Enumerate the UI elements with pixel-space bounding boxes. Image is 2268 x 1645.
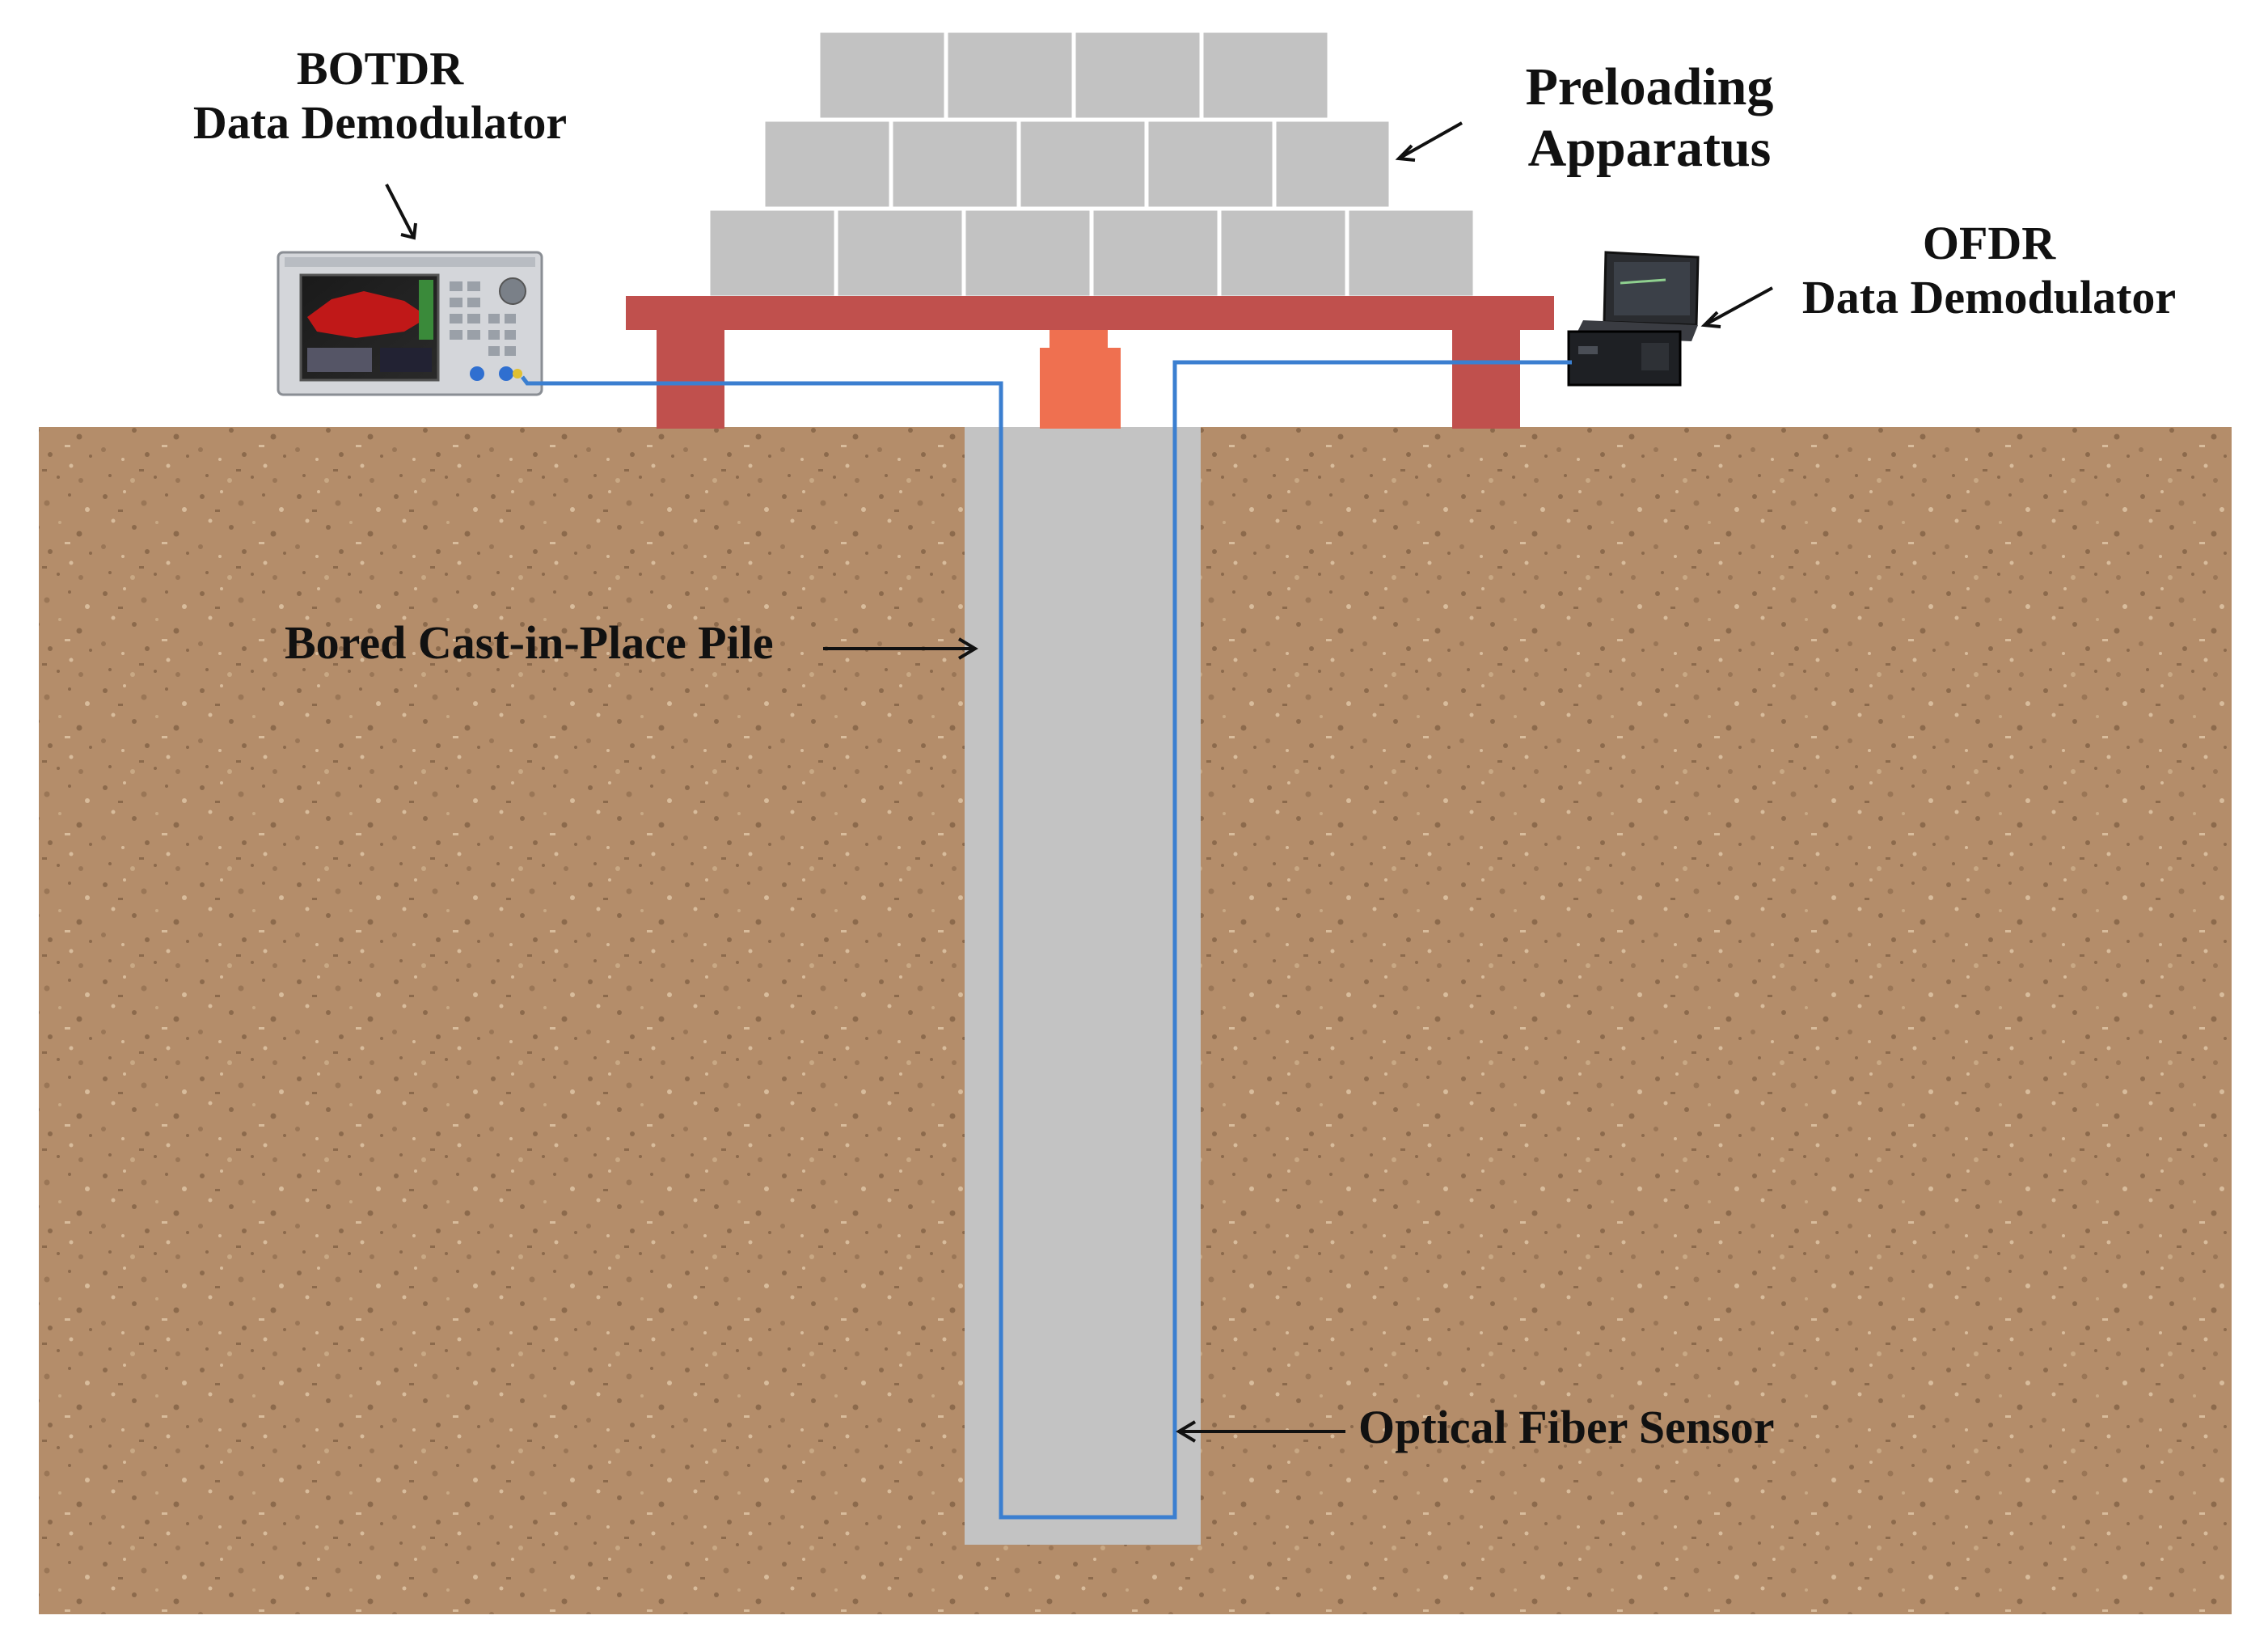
reaction-beam	[626, 296, 1554, 429]
label-preloading-apparatus: Preloading Apparatus	[1455, 57, 1844, 180]
label-ofdr-line2: Data Demodulator	[1801, 270, 2177, 324]
arrow-ofdr	[1704, 286, 1773, 327]
arrow-preload	[1398, 121, 1463, 160]
preloading-weights	[706, 28, 1477, 300]
optical-fiber-cable	[521, 360, 1572, 1520]
label-bored-pile: Bored Cast-in-Place Pile	[285, 616, 774, 669]
ofdr-instrument	[1567, 251, 1700, 387]
leader-arrows	[385, 121, 1773, 1443]
hydraulic-jack	[1040, 330, 1121, 429]
label-botdr-data-demodulator: BOTDR Data Demodulator	[162, 42, 598, 150]
label-ofdr-line1: OFDR	[1922, 217, 2056, 269]
arrow-botdr	[385, 184, 416, 239]
label-preload-line1: Preloading	[1525, 57, 1774, 116]
pile	[965, 427, 1201, 1545]
label-ofdr-data-demodulator: OFDR Data Demodulator	[1763, 217, 2215, 324]
botdr-instrument	[277, 251, 543, 396]
label-preload-line2: Apparatus	[1527, 118, 1772, 178]
label-botdr-line2: Data Demodulator	[192, 95, 568, 149]
label-optical-fiber-sensor: Optical Fiber Sensor	[1358, 1401, 1775, 1453]
label-botdr-line1: BOTDR	[296, 42, 464, 95]
